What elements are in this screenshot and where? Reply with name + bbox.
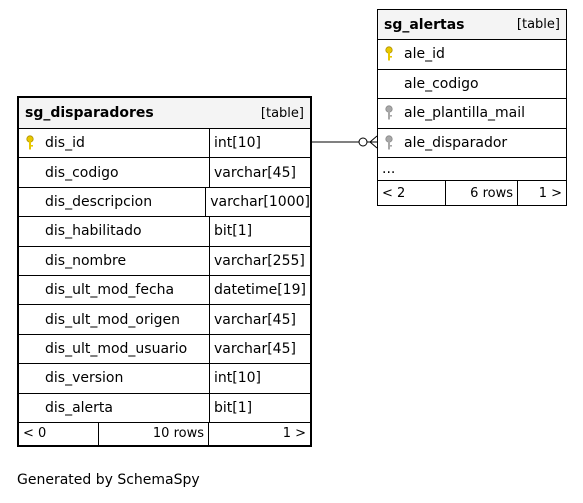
column-name: dis_ult_mod_origen [45, 311, 180, 328]
primary-key-icon [385, 46, 393, 61]
column-name: dis_version [45, 370, 124, 387]
column-name: dis_codigo [45, 164, 119, 181]
column-type: varchar[45] [214, 164, 296, 181]
column-name: dis_id [45, 135, 85, 152]
column-name-cell: dis_codigo [19, 158, 209, 186]
column-row[interactable]: dis_ult_mod_origen varchar[45] [19, 305, 310, 335]
primary-key-icon [26, 135, 34, 150]
column-row[interactable]: dis_ult_mod_fecha datetime[19] [19, 275, 310, 306]
column-name-cell: dis_ult_mod_usuario [19, 335, 209, 363]
column-type: bit[1] [214, 223, 253, 240]
column-row[interactable]: dis_ult_mod_usuario varchar[45] [19, 334, 310, 365]
footer-right[interactable]: 1 > [282, 426, 306, 442]
column-name: ale_disparador [404, 134, 508, 151]
column-type-cell: int[10] [209, 129, 310, 158]
column-type-cell: int[10] [209, 364, 310, 393]
column-name-cell: dis_descripcion [19, 188, 205, 216]
table-kind: [table] [260, 105, 304, 121]
column-row[interactable]: ale_plantilla_mail [378, 99, 566, 129]
column-name: dis_alerta [45, 399, 113, 416]
footer-row-count: 10 rows [99, 422, 209, 445]
column-name-cell: ale_codigo [378, 70, 566, 99]
column-name-cell: dis_ult_mod_origen [19, 305, 209, 333]
column-row[interactable]: ale_codigo [378, 70, 566, 99]
column-row[interactable]: ale_disparador [378, 129, 566, 158]
table-footer: < 2 6 rows 1 > [378, 181, 566, 205]
column-type: varchar[1000] [210, 193, 310, 210]
column-type-cell: datetime[19] [209, 275, 310, 305]
column-row[interactable]: dis_id int[10] [19, 129, 310, 159]
footer-left[interactable]: < 0 [19, 422, 99, 445]
column-row[interactable]: dis_version int[10] [19, 364, 310, 394]
column-row[interactable]: dis_codigo varchar[45] [19, 158, 310, 188]
footer-left[interactable]: < 2 [378, 181, 446, 205]
column-name-cell: dis_habilitado [19, 217, 209, 245]
column-name: dis_habilitado [45, 223, 142, 240]
column-type-cell: varchar[255] [209, 246, 310, 275]
column-name-cell: dis_nombre [19, 247, 209, 275]
footer-right[interactable]: 1 > [538, 185, 562, 201]
column-type-cell: varchar[45] [209, 158, 310, 187]
column-row[interactable]: ale_id [378, 40, 566, 70]
table-kind: [table] [516, 17, 560, 32]
ellipsis: ... [382, 161, 396, 177]
column-type-cell: bit[1] [209, 217, 310, 246]
column-name: dis_ult_mod_fecha [45, 282, 175, 299]
table-sg-alertas[interactable]: sg_alertas [table] ale_id ale_codigo ale_p… [377, 9, 567, 206]
column-type-cell: bit[1] [209, 393, 310, 422]
column-type: datetime[19] [214, 282, 306, 299]
table-name: sg_disparadores [25, 105, 154, 121]
column-type: bit[1] [214, 399, 253, 416]
column-row[interactable]: dis_habilitado bit[1] [19, 217, 310, 247]
column-type-cell: varchar[45] [209, 334, 310, 364]
column-name-cell: dis_id [19, 129, 209, 157]
foreign-key-icon [385, 105, 393, 120]
column-name-cell: ale_plantilla_mail [378, 99, 566, 128]
table-footer: < 0 10 rows 1 > [19, 422, 310, 445]
column-type: int[10] [214, 135, 261, 152]
column-type-cell: varchar[45] [209, 305, 310, 334]
column-name-cell: ale_id [378, 40, 566, 69]
column-name: ale_codigo [404, 75, 479, 92]
column-name: dis_descripcion [45, 193, 153, 210]
table-header: sg_alertas [table] [378, 10, 566, 40]
column-row[interactable]: dis_nombre varchar[255] [19, 246, 310, 276]
column-name-cell: dis_version [19, 364, 209, 392]
column-name: ale_plantilla_mail [404, 105, 526, 122]
column-name: dis_nombre [45, 252, 127, 269]
column-type: varchar[45] [214, 340, 296, 357]
column-name-cell: dis_ult_mod_fecha [19, 276, 209, 304]
column-name-cell: ale_disparador [378, 129, 566, 158]
foreign-key-icon [385, 135, 393, 150]
column-row[interactable]: dis_descripcion varchar[1000] [19, 187, 310, 218]
column-type: varchar[45] [214, 311, 296, 328]
table-name: sg_alertas [384, 16, 465, 33]
column-name-cell: dis_alerta [19, 394, 209, 422]
more-columns-row: ... [378, 158, 566, 181]
column-name: dis_ult_mod_usuario [45, 340, 188, 357]
column-row[interactable]: dis_alerta bit[1] [19, 393, 310, 423]
footer-row-count: 6 rows [446, 181, 518, 205]
generated-by-caption: Generated by SchemaSpy [17, 472, 200, 488]
column-type: int[10] [214, 370, 261, 387]
column-type: varchar[255] [214, 252, 305, 269]
column-type-cell: varchar[1000] [205, 187, 310, 217]
table-header: sg_disparadores [table] [19, 98, 310, 129]
column-name: ale_id [404, 46, 445, 63]
